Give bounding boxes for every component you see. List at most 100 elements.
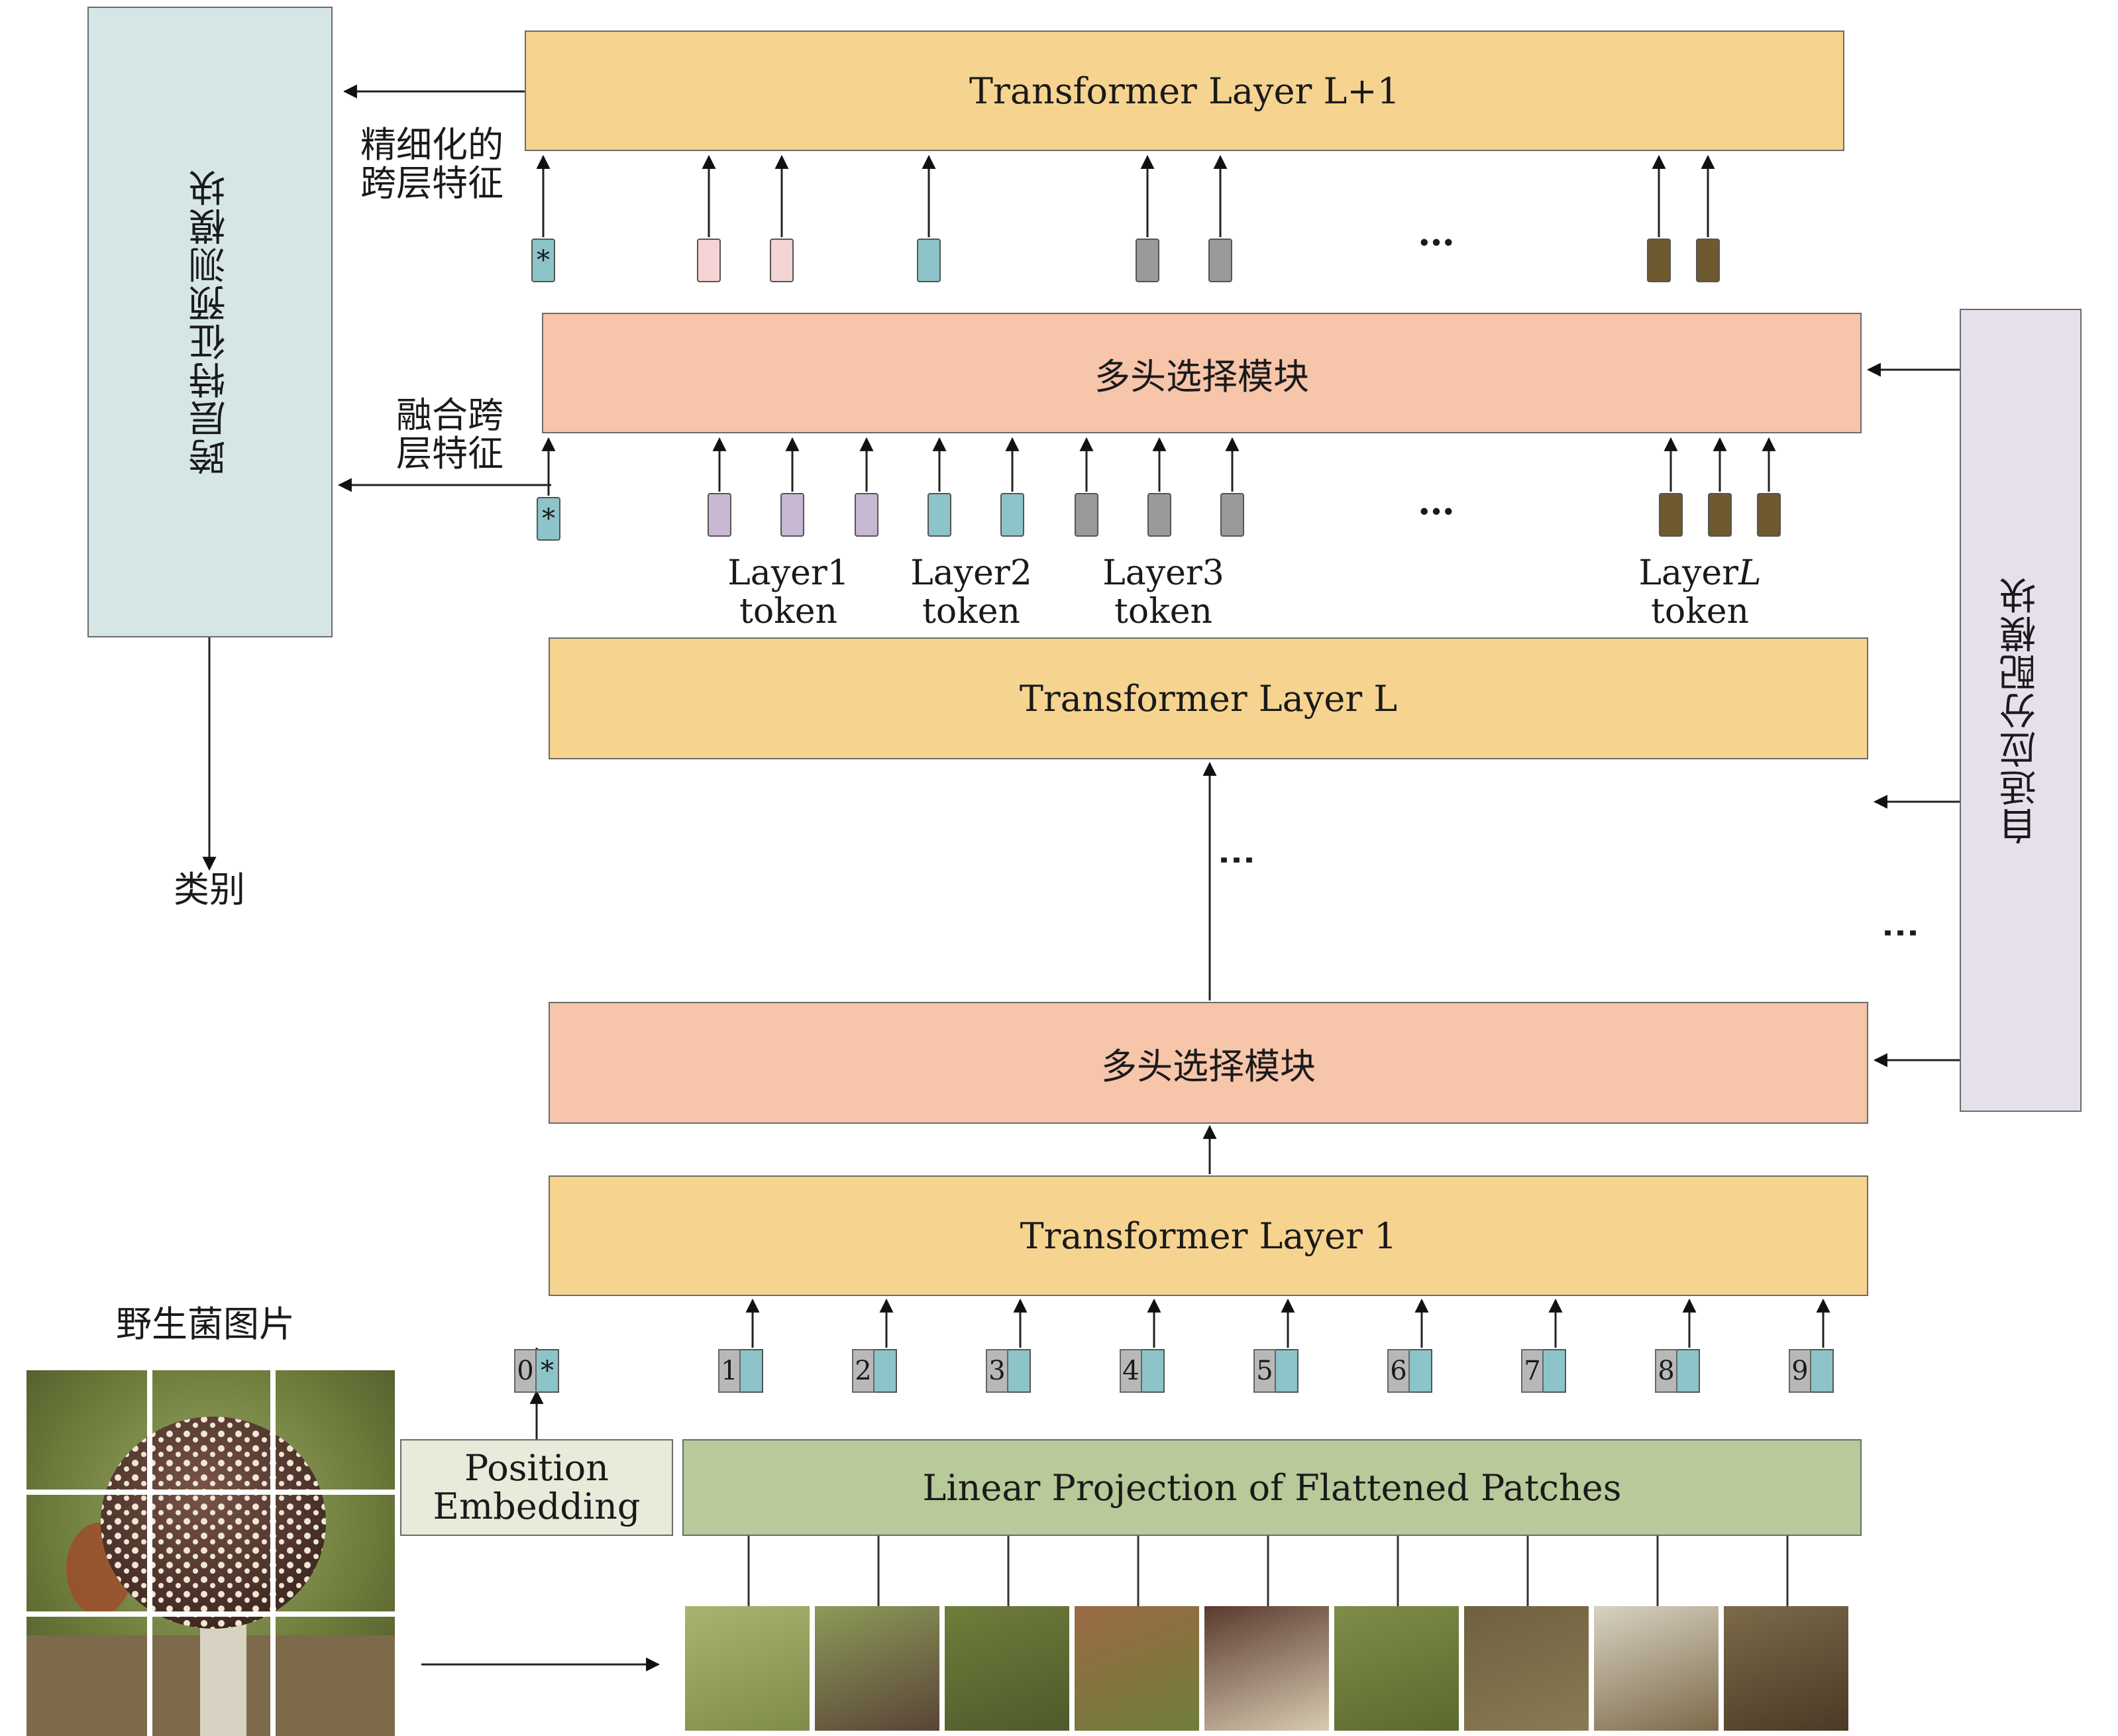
token-label-layer3-l1: Layer3 xyxy=(1102,553,1224,593)
image-patch xyxy=(1075,1606,1199,1731)
token-label-layer2-l1: Layer2 xyxy=(910,553,1032,593)
input-mushroom-image xyxy=(26,1370,395,1736)
fused-line2: 层特征 xyxy=(396,433,503,474)
image-title: 野生菌图片 xyxy=(116,1303,295,1345)
token-label-layer-l-word: Layer xyxy=(1638,553,1738,593)
patch-token: 5 xyxy=(1253,1349,1298,1393)
patch-token-number: 6 xyxy=(1387,1349,1410,1393)
patch-token: 6 xyxy=(1387,1349,1432,1393)
position-embedding-line1: Position xyxy=(464,1447,609,1489)
refined-token xyxy=(1647,239,1671,282)
patch-token-embedding xyxy=(1008,1349,1031,1393)
selected-layer-token xyxy=(1147,493,1171,537)
adaptive-allocation-module: 自适应分配模块 xyxy=(1960,309,2082,1112)
selected-layer-token xyxy=(1659,493,1683,537)
cross-layer-prediction-module: 跨层特征预测模块 xyxy=(87,7,333,637)
patch-token-embedding xyxy=(1276,1349,1298,1393)
refined-token xyxy=(1208,239,1232,282)
patch-token-embedding xyxy=(1677,1349,1700,1393)
ellipsis-top: … xyxy=(1418,211,1457,254)
patch-token: 7 xyxy=(1521,1349,1566,1393)
patch-token-embedding xyxy=(1410,1349,1432,1393)
refined-line2: 跨层特征 xyxy=(360,162,503,204)
position-zero-star: * xyxy=(537,1349,559,1393)
image-patch xyxy=(1334,1606,1459,1731)
category-label: 类别 xyxy=(174,869,245,910)
patch-token: 9 xyxy=(1789,1349,1834,1393)
position-embedding: Position Embedding xyxy=(400,1439,673,1536)
image-patch xyxy=(1204,1606,1329,1731)
multi-head-selection-top: 多头选择模块 xyxy=(542,313,1862,433)
position-zero-token: 0 * xyxy=(514,1349,559,1393)
refined-token xyxy=(697,239,721,282)
selected-layer-token xyxy=(708,493,731,537)
linear-projection-label: Linear Projection of Flattened Patches xyxy=(922,1466,1622,1509)
image-patch xyxy=(945,1606,1069,1731)
mhs-top-label: 多头选择模块 xyxy=(1094,355,1309,398)
patch-token-number: 8 xyxy=(1655,1349,1677,1393)
selected-layer-token xyxy=(1220,493,1244,537)
patch-token-embedding xyxy=(1811,1349,1834,1393)
image-patch xyxy=(815,1606,939,1731)
patch-token: 2 xyxy=(852,1349,897,1393)
image-patch xyxy=(1724,1606,1848,1731)
selected-layer-token xyxy=(780,493,804,537)
position-embedding-line2: Embedding xyxy=(433,1486,641,1527)
cls-token-refined: * xyxy=(531,239,555,282)
token-label-layer-l: LayerL token xyxy=(1627,554,1773,631)
refined-token xyxy=(1696,239,1720,282)
patch-token: 3 xyxy=(986,1349,1031,1393)
patch-token-number: 3 xyxy=(986,1349,1008,1393)
patch-token-embedding xyxy=(874,1349,897,1393)
mhs-bottom-label: 多头选择模块 xyxy=(1101,1045,1316,1087)
patch-token-number: 1 xyxy=(718,1349,741,1393)
refined-token xyxy=(917,239,941,282)
image-patch xyxy=(685,1606,810,1731)
adaptive-allocation-label: 自适应分配模块 xyxy=(1999,576,2042,845)
token-label-layer-l-l2: token xyxy=(1651,592,1749,631)
transformer-layer-l: Transformer Layer L xyxy=(549,637,1868,759)
token-label-layer-l-italic: L xyxy=(1738,553,1762,593)
patch-token-number: 9 xyxy=(1789,1349,1811,1393)
vdots-spine: ⋮ xyxy=(1216,841,1259,879)
mushroom-scene xyxy=(26,1370,395,1736)
transformer-layer-1-label: Transformer Layer 1 xyxy=(1020,1215,1397,1257)
patch-token-embedding xyxy=(741,1349,763,1393)
refined-token xyxy=(1136,239,1159,282)
fused-line1: 融合跨 xyxy=(396,394,503,436)
patch-token-embedding xyxy=(1544,1349,1566,1393)
token-label-layer2: Layer2 token xyxy=(898,554,1044,631)
multi-head-selection-bottom: 多头选择模块 xyxy=(549,1002,1868,1124)
fused-features-label: 融合跨 层特征 xyxy=(371,396,503,473)
selected-layer-token xyxy=(927,493,951,537)
selected-layer-token xyxy=(1708,493,1732,537)
patch-token-embedding xyxy=(1142,1349,1165,1393)
cross-layer-prediction-label: 跨层特征预测模块 xyxy=(188,168,232,476)
patch-token: 8 xyxy=(1655,1349,1700,1393)
patch-token: 1 xyxy=(718,1349,763,1393)
ellipsis-mid: … xyxy=(1418,480,1457,523)
image-patch xyxy=(1594,1606,1719,1731)
refined-features-label: 精细化的 跨层特征 xyxy=(344,126,503,203)
patch-token-number: 4 xyxy=(1120,1349,1142,1393)
selected-layer-token xyxy=(855,493,878,537)
layer-top-text: Transformer Layer L+1 xyxy=(969,70,1400,112)
patch-token-number: 7 xyxy=(1521,1349,1544,1393)
token-label-layer-l-l1: LayerL xyxy=(1627,554,1773,592)
token-label-layer1-l1: Layer1 xyxy=(727,553,849,593)
selected-layer-token xyxy=(1000,493,1024,537)
selected-layer-token xyxy=(1075,493,1098,537)
vdots-side: ⋮ xyxy=(1880,914,1923,951)
position-zero-number: 0 xyxy=(514,1349,537,1393)
token-label-layer2-l2: token xyxy=(922,592,1020,631)
image-patch xyxy=(1464,1606,1589,1731)
cls-token-fused: * xyxy=(537,497,560,541)
selected-layer-token xyxy=(1757,493,1781,537)
token-label-layer3: Layer3 token xyxy=(1090,554,1236,631)
patch-token-number: 2 xyxy=(852,1349,874,1393)
token-label-layer1: Layer1 token xyxy=(715,554,861,631)
linear-projection: Linear Projection of Flattened Patches xyxy=(682,1439,1862,1536)
token-label-layer3-l2: token xyxy=(1114,592,1212,631)
